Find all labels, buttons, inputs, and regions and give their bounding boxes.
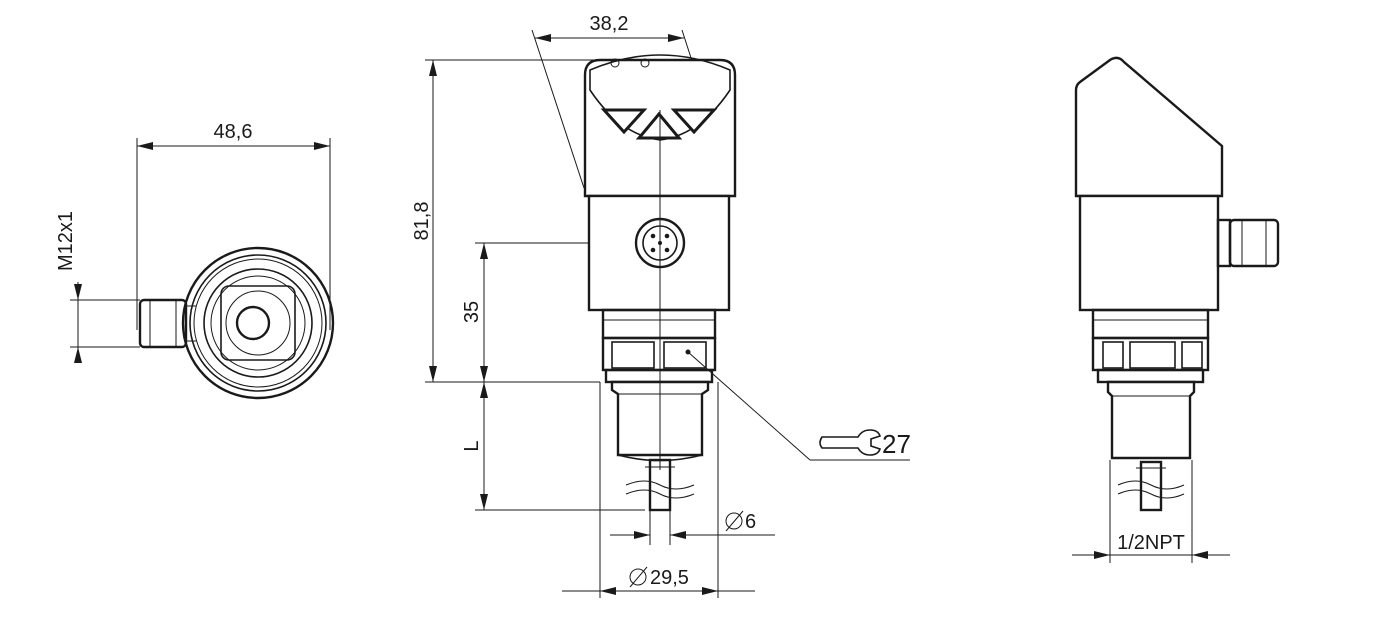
button-left-icon — [600, 108, 648, 135]
connector-thread-label: M12x1 — [55, 211, 77, 271]
dim-connector-height: 35 — [461, 242, 645, 382]
side-body — [1078, 194, 1220, 312]
button-right-icon — [670, 108, 718, 135]
side-thread — [1106, 380, 1196, 460]
dim-connector-thread: M12x1 — [55, 211, 140, 363]
diameter-icon — [629, 566, 648, 588]
connector-height-label: 35 — [461, 301, 483, 323]
wrench-callout: 27 — [687, 351, 911, 461]
probe-length-label: L — [461, 440, 483, 451]
wrench-size-label: 27 — [882, 429, 911, 459]
side-head — [1074, 56, 1224, 198]
dim-housing-diameter: 48,6 — [136, 121, 331, 330]
top-housing — [181, 246, 335, 400]
front-hex — [601, 308, 717, 384]
head-width-label: 38,2 — [590, 13, 629, 35]
top-connector — [138, 298, 196, 349]
side-probe — [1117, 460, 1185, 512]
dim-probe-diameter: 6 — [610, 510, 775, 545]
total-height-label: 81,8 — [411, 202, 433, 241]
probe-diameter-label: 6 — [745, 511, 756, 533]
side-hex — [1091, 308, 1210, 384]
housing-diameter-label: 48,6 — [214, 121, 253, 143]
dim-total-height: 81,8 — [411, 59, 600, 382]
side-view: 1/2NPT — [1072, 56, 1280, 563]
dim-thread-diameter: 29,5 — [562, 382, 755, 598]
thread-diameter-label: 29,5 — [650, 567, 689, 589]
front-view: 38,2 81,8 35 L — [411, 13, 911, 598]
dim-process-thread: 1/2NPT — [1072, 460, 1230, 563]
side-connector — [1216, 218, 1280, 268]
dim-probe-length: L — [461, 382, 645, 511]
wrench-icon — [819, 429, 882, 456]
diameter-icon — [725, 510, 744, 532]
button-center-icon — [635, 111, 683, 140]
process-thread-label: 1/2NPT — [1117, 532, 1185, 554]
front-body — [587, 194, 731, 312]
top-view: 48,6 M12x1 — [55, 121, 335, 400]
